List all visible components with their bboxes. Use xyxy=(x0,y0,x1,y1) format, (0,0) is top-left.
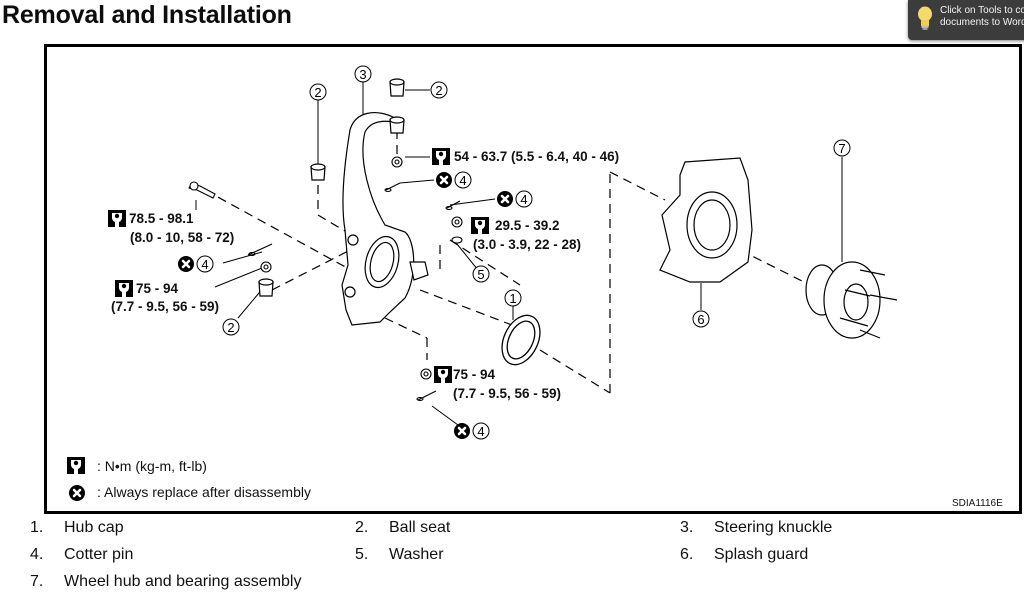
callout-5: 5 xyxy=(477,267,484,282)
diagram-code: SDIA1116E xyxy=(952,498,1003,509)
torque-lower-nut-nm: 75 - 94 xyxy=(453,367,496,382)
callout-circles xyxy=(196,65,851,440)
ball-seats xyxy=(258,78,405,297)
callout-6: 6 xyxy=(697,312,704,327)
torque-wrench-icon xyxy=(471,217,489,234)
callout-4: 4 xyxy=(520,192,527,207)
torque-strut-bolt-alt: (8.0 - 10, 58 - 72) xyxy=(130,230,235,245)
nuts xyxy=(260,156,463,380)
steering-knuckle xyxy=(341,112,429,326)
callout-2: 2 xyxy=(314,85,321,100)
splash-guard xyxy=(659,157,753,283)
torque-wrench-icon xyxy=(434,366,452,383)
torque-upper-ball-joint: 54 - 63.7 (5.5 - 6.4, 40 - 46) xyxy=(454,149,620,164)
torque-strut-bolt-nm: 78.5 - 98.1 xyxy=(129,211,194,226)
tools-tooltip[interactable]: Click on Tools to co documents to Word xyxy=(908,0,1024,40)
replace-x-icon xyxy=(67,483,87,503)
replace-x-icon xyxy=(176,254,196,274)
replace-x-icon xyxy=(452,421,472,441)
page-title: Removal and Installation xyxy=(2,1,292,29)
replace-x-icon xyxy=(434,170,454,190)
torque-wrench-icon xyxy=(67,457,85,474)
legend-replace: : Always replace after disassembly xyxy=(97,484,311,500)
callout-4: 4 xyxy=(477,424,484,439)
tooltip-text: Click on Tools to co documents to Word xyxy=(940,5,1024,28)
torque-tie-rod-nm: 75 - 94 xyxy=(136,281,179,296)
torque-lower-nut-alt: (7.7 - 9.5, 56 - 59) xyxy=(453,386,562,401)
callout-2: 2 xyxy=(227,320,234,335)
callout-3: 3 xyxy=(359,67,366,82)
strut-bolt xyxy=(188,181,216,199)
torque-side-nut-nm: 29.5 - 39.2 xyxy=(495,218,560,233)
callout-4: 4 xyxy=(201,257,208,272)
torque-wrench-icon xyxy=(432,148,450,165)
lightbulb-icon xyxy=(918,6,932,30)
torque-wrench-icon xyxy=(108,210,126,227)
wheel-hub xyxy=(805,261,898,339)
callout-1: 1 xyxy=(509,291,516,306)
callout-4: 4 xyxy=(459,173,466,188)
callout-2: 2 xyxy=(435,83,442,98)
callout-7: 7 xyxy=(838,141,845,156)
torque-tie-rod-alt: (7.7 - 9.5, 56 - 59) xyxy=(111,299,220,314)
replace-x-icon xyxy=(495,189,515,209)
hub-cap xyxy=(501,314,541,366)
torque-wrench-icon xyxy=(115,280,133,297)
legend-torque-units: : N•m (kg-m, ft-lb) xyxy=(97,458,207,474)
assembly-lines xyxy=(204,130,811,394)
cotter-pins xyxy=(247,182,461,402)
torque-side-nut-alt: (3.0 - 3.9, 22 - 28) xyxy=(473,237,582,252)
leader-lines xyxy=(195,82,843,426)
